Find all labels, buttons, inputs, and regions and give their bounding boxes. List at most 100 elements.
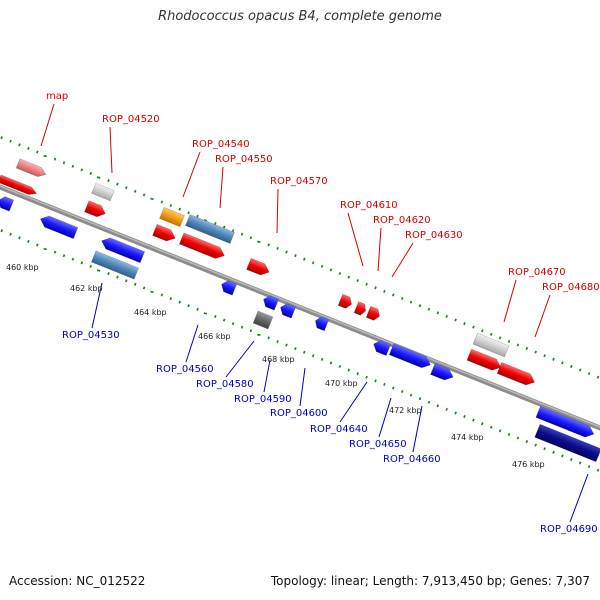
scale-label: 476 kbp (512, 460, 545, 469)
ruler-dot (561, 361, 564, 365)
feature-blue-4[interactable] (219, 279, 238, 296)
ruler-dot (222, 225, 226, 229)
ruler-dot (525, 440, 529, 444)
feature-red-1[interactable] (84, 200, 107, 220)
feature-blue-3[interactable] (99, 235, 146, 264)
feature-red-edge[interactable] (0, 174, 38, 197)
ruler-dot (374, 286, 377, 290)
feature-rop-04670[interactable] (472, 332, 510, 358)
ruler-dot (231, 322, 235, 326)
label-bottom: ROP_04640 (310, 424, 368, 435)
feature-red-9[interactable] (466, 348, 503, 373)
ruler-dot (133, 282, 137, 286)
feature-map[interactable] (15, 158, 48, 179)
label-bottom: ROP_04580 (196, 379, 254, 390)
leader-line (299, 367, 306, 407)
ruler-dot (400, 390, 404, 394)
feature-blue-2[interactable] (38, 213, 79, 240)
ruler-dot (0, 229, 3, 233)
ruler-dot (116, 275, 119, 279)
ruler-dot (311, 354, 315, 358)
ruler-dot (436, 311, 440, 315)
feature-rop-04530[interactable] (91, 250, 139, 280)
label-bottom: ROP_04560 (156, 364, 214, 375)
ruler-upper (0, 136, 600, 379)
feature-blue-7[interactable] (313, 315, 330, 332)
ruler-dot (347, 275, 351, 279)
ruler-dot (71, 257, 75, 261)
feature-red-8[interactable] (365, 305, 382, 322)
ruler-dot (62, 254, 66, 258)
ruler-ticks (0, 136, 600, 472)
genome-title: Rhodococcus opacus B4, complete genome (158, 9, 442, 24)
scale-label: 472 kbp (389, 406, 422, 415)
ruler-dot (125, 279, 128, 283)
ruler-dot (240, 232, 244, 236)
ruler-dot (187, 304, 190, 308)
ruler-dot (498, 336, 502, 340)
ruler-dot (150, 290, 154, 294)
feature-rop-04520[interactable] (91, 182, 115, 202)
ruler-dot (409, 393, 413, 397)
feature-rop-04690[interactable] (534, 423, 600, 463)
feature-red-3[interactable] (152, 223, 178, 243)
feature-red-5[interactable] (246, 257, 272, 277)
leader-line (339, 381, 368, 423)
ruler-dot (71, 164, 75, 168)
ruler-dot (507, 432, 511, 436)
label-top: ROP_04620 (373, 215, 431, 226)
ruler-dot (383, 382, 386, 386)
feature-red-7[interactable] (353, 301, 368, 317)
ruler-dot (285, 250, 288, 254)
ruler-dot (116, 182, 119, 186)
ruler-dot (196, 214, 199, 218)
ruler-dot (329, 361, 333, 365)
leader-line (377, 227, 382, 272)
feature-blue-edge[interactable] (0, 195, 15, 212)
ruler-dot (489, 332, 493, 336)
leader-line (263, 359, 271, 393)
feature-blue-9[interactable] (388, 343, 432, 371)
ruler-dot (43, 247, 47, 251)
ruler-dot (454, 318, 457, 322)
feature-red-4[interactable] (179, 232, 226, 261)
feature-blue-8[interactable] (371, 338, 392, 356)
ruler-dot (294, 254, 297, 258)
ruler-dot (481, 422, 484, 426)
label-top: ROP_04550 (215, 154, 273, 165)
ruler-dot (578, 461, 582, 465)
ruler-dot (133, 189, 137, 193)
ruler-dot (36, 243, 39, 247)
ruler-dot (552, 450, 555, 454)
ruler-dot (89, 171, 92, 175)
ruler-dot (552, 357, 555, 361)
ruler-dot (222, 318, 226, 322)
ruler-dot (18, 236, 21, 240)
ruler-dot (294, 347, 297, 351)
ruler-dot (418, 397, 422, 401)
ruler-dot (481, 329, 484, 333)
ruler-dot (525, 347, 529, 351)
feature-blue-5[interactable] (261, 294, 280, 311)
feature-red-6[interactable] (337, 293, 354, 310)
scale-label: 466 kbp (198, 332, 231, 341)
ruler-dot (534, 350, 537, 354)
scale-label: 470 kbp (325, 379, 358, 388)
ruler-dot (240, 325, 244, 329)
feature-rop-04580[interactable] (252, 310, 274, 330)
feature-rop-04550[interactable] (185, 214, 235, 244)
ruler-dot (27, 146, 30, 150)
feature-red-10[interactable] (496, 361, 537, 387)
ruler-dot (472, 418, 475, 422)
accession-text: Accession: NC_012522 (9, 574, 146, 588)
ruler-dot (53, 250, 57, 254)
feature-rop-04540[interactable] (159, 206, 185, 228)
ruler-dot (267, 243, 270, 247)
ruler-dot (80, 168, 84, 172)
feature-blue-6[interactable] (278, 302, 297, 319)
feature-blue-10[interactable] (430, 362, 456, 382)
feature-blue-11[interactable] (535, 405, 596, 439)
label-top: ROP_04610 (340, 200, 398, 211)
